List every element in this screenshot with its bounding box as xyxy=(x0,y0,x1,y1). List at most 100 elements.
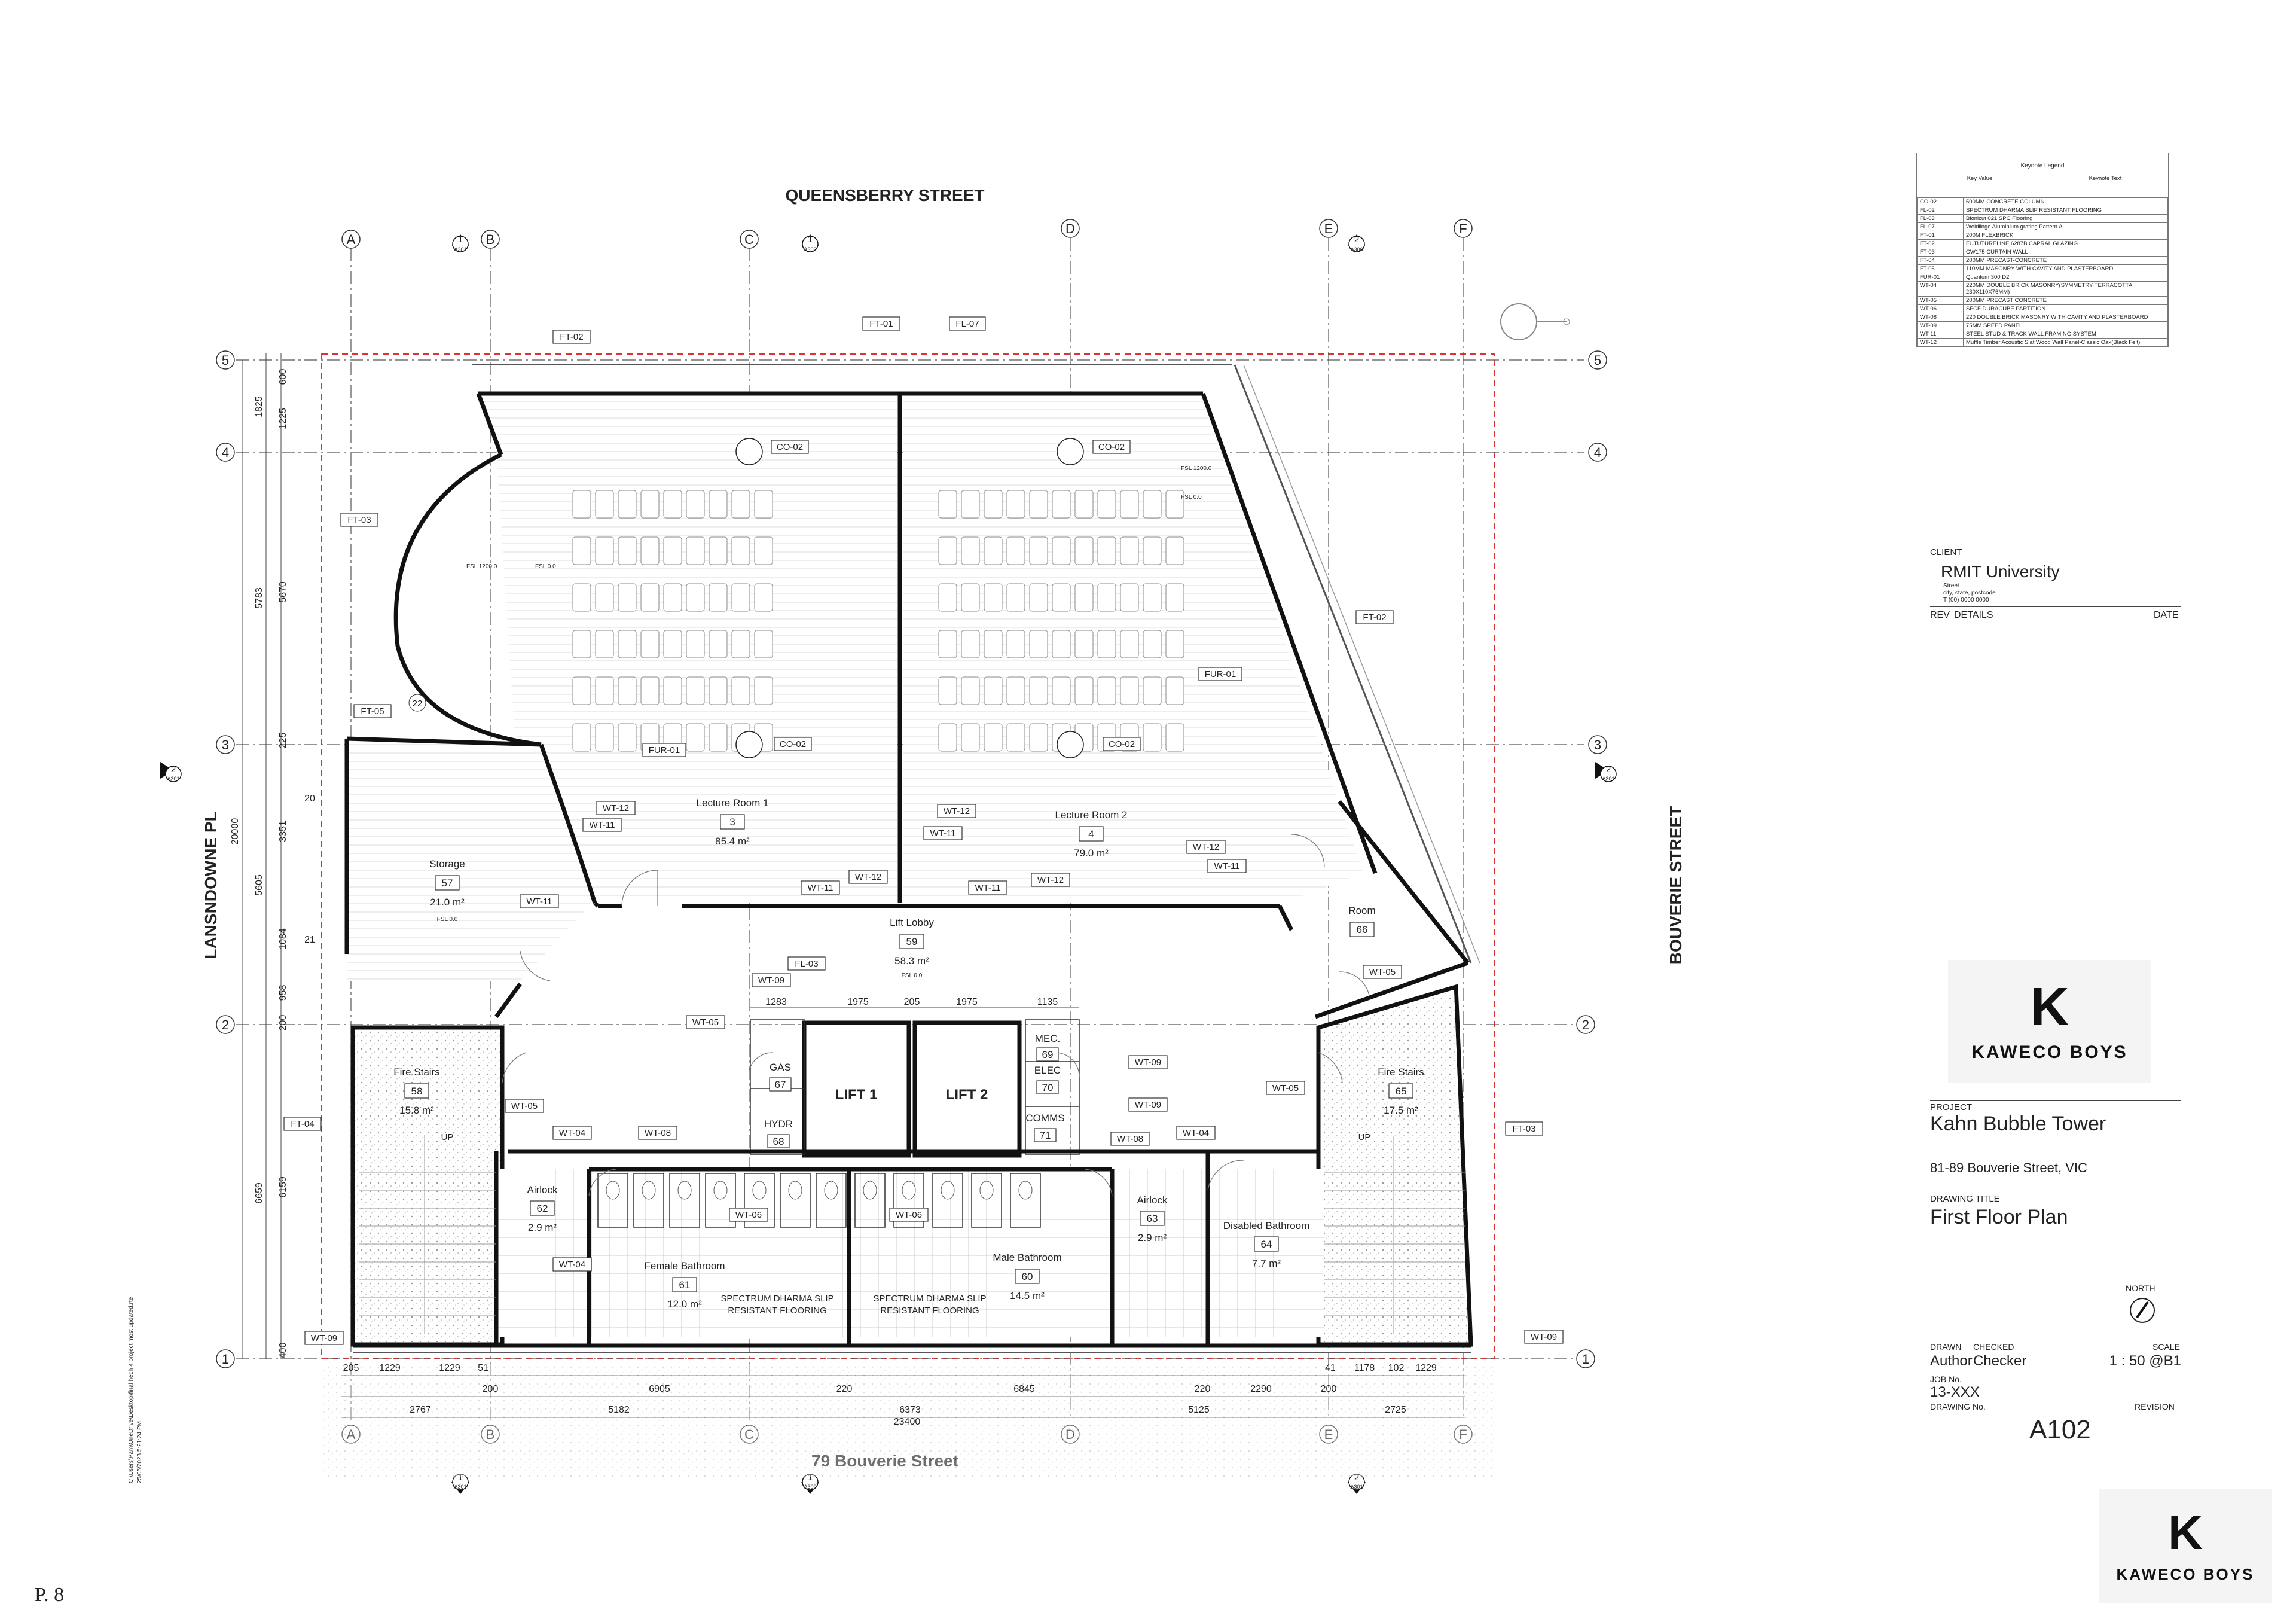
north-arrow-icon xyxy=(2130,1298,2155,1323)
grid-bubble-3-right: 3 xyxy=(1588,735,1607,754)
svg-text:79.0 m²: 79.0 m² xyxy=(1074,847,1109,859)
room-gas: GAS 67 xyxy=(769,1062,792,1092)
svg-text:69: 69 xyxy=(1042,1049,1054,1060)
grid-bubble-C-top: C xyxy=(740,230,759,249)
checked-label: CHECKED xyxy=(1973,1342,2014,1352)
seat xyxy=(938,536,957,565)
svg-text:Lecture Room 1: Lecture Room 1 xyxy=(697,797,769,809)
svg-text:WT-09: WT-09 xyxy=(1531,1332,1557,1342)
svg-text:F: F xyxy=(1459,221,1467,236)
svg-text:102: 102 xyxy=(1388,1363,1405,1373)
svg-text:WT-11: WT-11 xyxy=(589,820,615,830)
svg-text:WT-04: WT-04 xyxy=(1183,1128,1209,1138)
svg-text:5605: 5605 xyxy=(254,874,264,896)
seat xyxy=(754,536,773,565)
brand-name-2: KAWECO BOYS xyxy=(2116,1565,2255,1583)
toilet-cubicle xyxy=(669,1173,700,1228)
svg-text:WT-12: WT-12 xyxy=(944,806,970,816)
seat xyxy=(961,490,980,519)
svg-text:70: 70 xyxy=(1042,1082,1054,1093)
room-storage: Storage 57 21.0 m² FSL 0.0 xyxy=(429,858,465,923)
svg-text:2.9 m²: 2.9 m² xyxy=(528,1222,557,1233)
seat xyxy=(618,536,637,565)
svg-text:15.8 m²: 15.8 m² xyxy=(399,1105,434,1116)
room-female-bathroom: Female Bathroom 61 12.0 m² SPECTRUM DHAR… xyxy=(644,1260,833,1316)
kaweco-logo-icon: K xyxy=(2030,977,2069,1037)
brand-name-1: KAWECO BOYS xyxy=(1971,1042,2128,1062)
keynote-key: WT-11 xyxy=(1917,330,1964,339)
svg-text:GAS: GAS xyxy=(770,1062,791,1073)
drawing-title: First Floor Plan xyxy=(1930,1206,2068,1228)
seat xyxy=(1006,536,1025,565)
seat xyxy=(1143,676,1162,705)
client-name: RMIT University xyxy=(1941,562,2060,581)
north-label: NORTH xyxy=(2126,1283,2155,1293)
svg-text:A300: A300 xyxy=(804,1484,816,1490)
seat xyxy=(961,676,980,705)
svg-text:A300: A300 xyxy=(804,246,816,252)
svg-text:Disabled Bathroom: Disabled Bathroom xyxy=(1223,1220,1310,1231)
svg-text:2: 2 xyxy=(222,1017,229,1032)
svg-text:85.4 m²: 85.4 m² xyxy=(715,836,750,847)
seat xyxy=(984,630,1003,658)
keynote-key: WT-04 xyxy=(1917,281,1964,297)
svg-text:WT-11: WT-11 xyxy=(526,897,552,907)
file-date: 25/05/2023 5:21:24 PM xyxy=(136,1421,143,1483)
svg-text:RESISTANT FLOORING: RESISTANT FLOORING xyxy=(728,1306,826,1316)
svg-text:1178: 1178 xyxy=(1354,1363,1375,1373)
seat xyxy=(1143,583,1162,612)
keynote-text: STEEL STUD & TRACK WALL FRAMING SYSTEM xyxy=(1963,330,2168,339)
room-66: Room 66 xyxy=(1348,905,1376,937)
drawn-label: DRAWN xyxy=(1930,1342,1962,1352)
svg-text:A300: A300 xyxy=(1350,246,1363,252)
seat xyxy=(1074,676,1094,705)
toilet-icon xyxy=(941,1181,955,1200)
grid-bubble-1-right: 1 xyxy=(1576,1349,1595,1368)
svg-text:5670: 5670 xyxy=(278,581,288,603)
seat xyxy=(1097,490,1116,519)
seat xyxy=(709,536,728,565)
svg-text:1135: 1135 xyxy=(1037,997,1058,1007)
room-comms: COMMS 71 xyxy=(1025,1112,1065,1142)
seat xyxy=(938,723,957,752)
room-lecture-1: Lecture Room 1 3 85.4 m² xyxy=(697,797,769,847)
seat xyxy=(1029,630,1048,658)
svg-text:12.0 m²: 12.0 m² xyxy=(667,1298,702,1310)
column-co02-3 xyxy=(735,731,763,758)
seat xyxy=(1029,490,1048,519)
grid-bubble-D-top: D xyxy=(1061,219,1080,238)
keynote-text: FUTUTURELINE 6287B CAPRAL GLAZING xyxy=(1963,239,2168,248)
keynote-col-key: Key Value xyxy=(1967,175,1993,182)
svg-text:FSL 0.0: FSL 0.0 xyxy=(535,563,556,570)
seat xyxy=(709,490,728,519)
seat xyxy=(984,583,1003,612)
room-male-bathroom: Male Bathroom 60 14.5 m² SPECTRUM DHARMA… xyxy=(873,1252,1061,1316)
svg-text:FT-03: FT-03 xyxy=(1512,1124,1535,1134)
svg-text:67: 67 xyxy=(775,1079,786,1090)
svg-text:SPECTRUM DHARMA SLIP: SPECTRUM DHARMA SLIP xyxy=(720,1294,833,1304)
seat xyxy=(618,490,637,519)
grid-bubble-F-top: F xyxy=(1454,219,1473,238)
toilet-icon xyxy=(713,1181,728,1200)
svg-text:WT-12: WT-12 xyxy=(1193,842,1219,852)
svg-text:5: 5 xyxy=(1594,353,1601,368)
keynote-key: WT-05 xyxy=(1917,296,1964,305)
keynote-text: 220MM DOUBLE BRICK MASONRY(SYMMETRY TERR… xyxy=(1963,281,2168,297)
seat xyxy=(1165,536,1184,565)
svg-text:Fire Stairs: Fire Stairs xyxy=(1378,1066,1424,1078)
svg-text:2767: 2767 xyxy=(410,1405,431,1415)
svg-text:A301: A301 xyxy=(454,246,466,252)
svg-text:64: 64 xyxy=(1261,1239,1272,1250)
seat xyxy=(1143,536,1162,565)
project-address: 81-89 Bouverie Street, VIC xyxy=(1930,1160,2087,1175)
svg-text:400: 400 xyxy=(278,1343,288,1359)
